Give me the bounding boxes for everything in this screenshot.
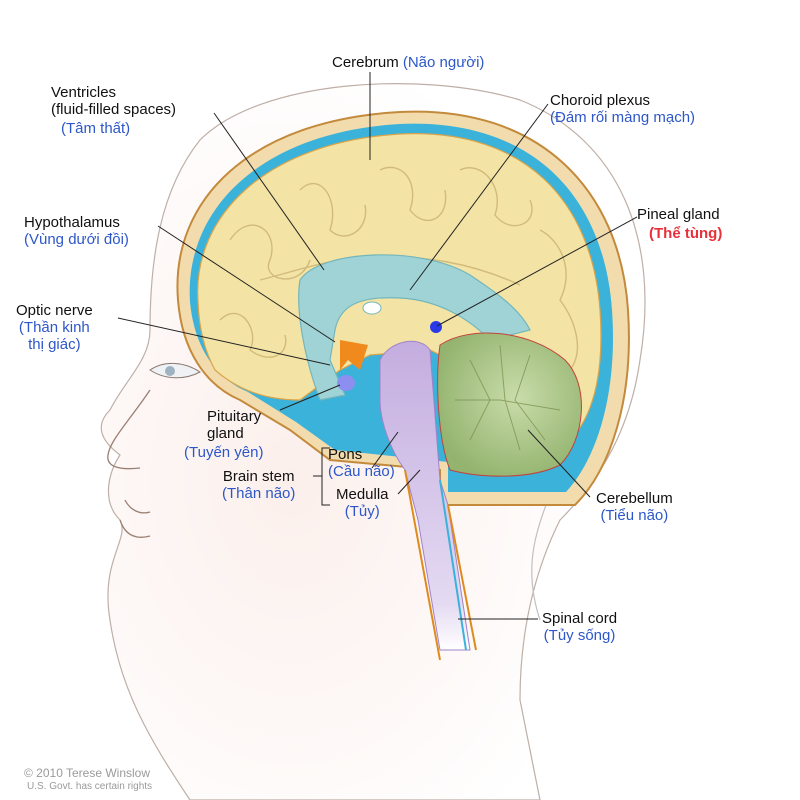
pons-label: Pons (Cầu não) [328, 446, 395, 480]
ventricles-en-1: Ventricles [51, 84, 117, 101]
cerebrum-vi: (Não người) [402, 54, 485, 71]
cerebrum-label: Cerebrum (Não người) [332, 54, 484, 71]
pituitary-en-1: Pituitary [207, 408, 262, 425]
choroid-plexus-en: Choroid plexus [550, 92, 651, 109]
brain-stem-label: Brain stem (Thân não) [222, 468, 295, 502]
choroid-plexus-vi: (Đám rối màng mạch) [550, 109, 696, 126]
hypothalamus-label: Hypothalamus (Vùng dưới đồi) [24, 214, 129, 248]
ventricles-en-2: (fluid-filled spaces) [51, 101, 177, 118]
pineal-gland-vi: (Thể tùng) [649, 225, 723, 242]
pons-vi: (Cầu não) [328, 463, 395, 480]
optic-nerve-en: Optic nerve [16, 302, 93, 319]
pituitary-en-2: gland [207, 425, 244, 442]
eye [149, 363, 201, 379]
optic-nerve-vi-1: (Thần kinh [18, 319, 90, 336]
pineal [430, 321, 442, 333]
hypothalamus-en: Hypothalamus [24, 214, 120, 231]
pituitary [337, 375, 355, 391]
pineal-gland-label: Pineal gland (Thể tùng) [637, 206, 722, 242]
cerebellum-en: Cerebellum [596, 490, 673, 507]
rights-line: U.S. Govt. has certain rights [27, 781, 153, 792]
pons-en: Pons [328, 446, 363, 463]
choroid-plexus-label: Choroid plexus (Đám rối màng mạch) [550, 92, 695, 126]
pineal-gland-en: Pineal gland [637, 206, 720, 223]
optic-nerve-vi-2: thị giác) [28, 336, 81, 353]
leader-lines [117, 72, 638, 620]
medulla-vi: (Tủy) [344, 503, 380, 520]
cerebellum-label: Cerebellum (Tiểu não) [596, 490, 673, 524]
pituitary-vi: (Tuyến yên) [184, 444, 264, 461]
copyright-line: © 2010 Terese Winslow [24, 766, 151, 780]
hypothalamus [340, 340, 368, 370]
nose-lips [107, 389, 151, 538]
medulla-en: Medulla [336, 486, 389, 503]
pituitary-gland-label: Pituitary gland [207, 408, 261, 442]
ventricles-label: Ventricles (fluid-filled spaces) (Tâm th… [51, 84, 176, 137]
optic-nerve-label: Optic nerve (Thần kinh thị giác) [16, 302, 93, 353]
spinal-cord-label: Spinal cord (Tủy sống) [542, 610, 617, 644]
cerebellum-vi: (Tiểu não) [600, 507, 669, 524]
brain-stem-vi: (Thân não) [222, 485, 296, 502]
ventricles-vi: (Tâm thất) [61, 120, 131, 137]
ventricles [298, 254, 531, 401]
brain-stem-en: Brain stem [222, 468, 295, 485]
cerebrum-en: Cerebrum [332, 54, 399, 71]
spinal-cord-en: Spinal cord [542, 610, 618, 627]
spinal-cord-vi: (Tủy sống) [543, 627, 616, 644]
brainstem [379, 340, 471, 651]
medulla-label: Medulla (Tủy) [336, 486, 389, 520]
hypothalamus-vi: (Vùng dưới đồi) [24, 231, 129, 248]
